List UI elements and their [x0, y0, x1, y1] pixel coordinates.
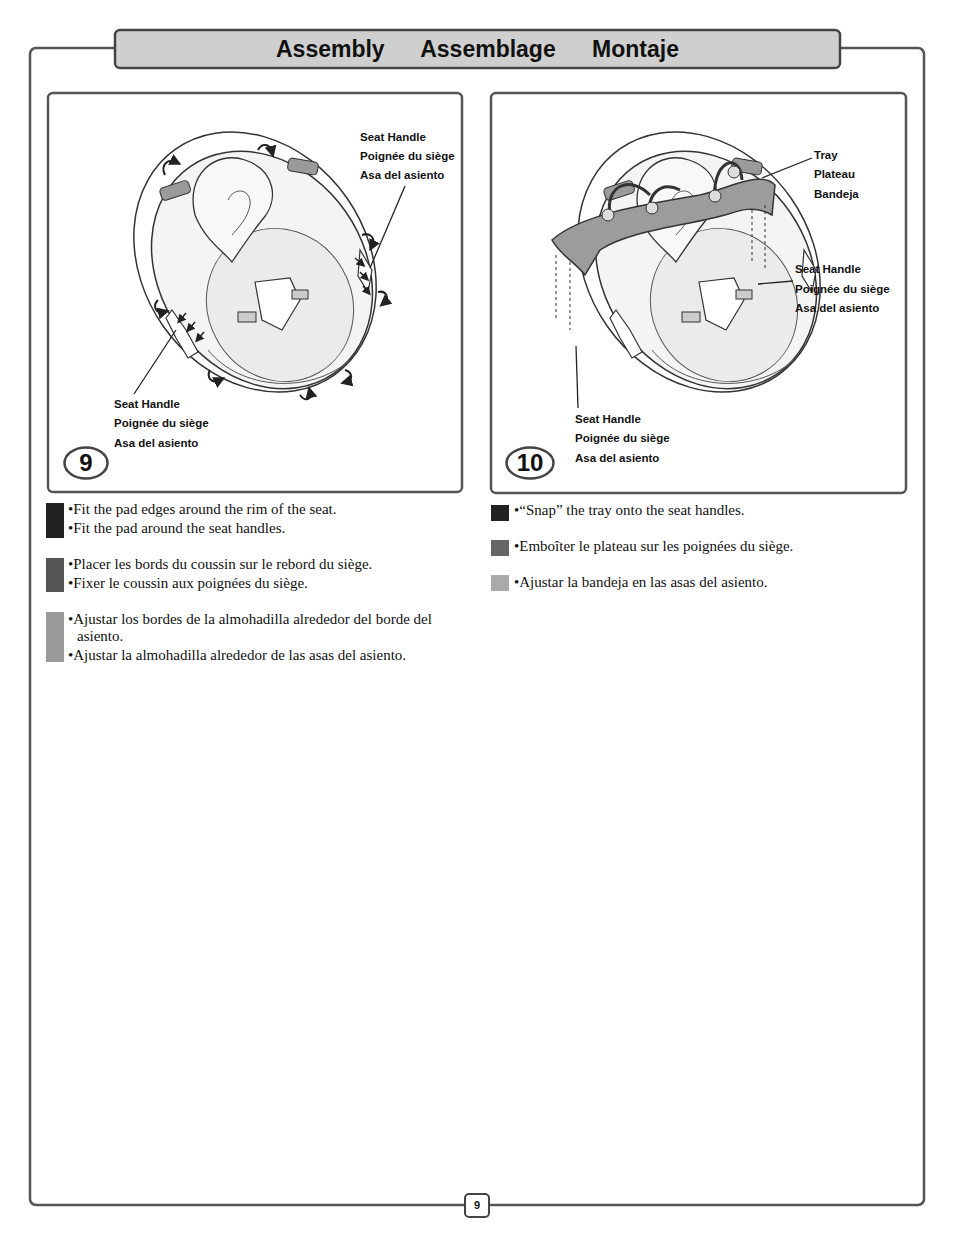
instruction-text: •Ajustar la bandeja en las asas del asie…	[514, 574, 913, 591]
instruction-text: •Ajustar la almohadilla alrededor de las…	[68, 647, 477, 664]
part-label: Poignée du siège	[795, 282, 890, 296]
page-box	[465, 1194, 489, 1217]
part-label: Seat Handle	[795, 262, 861, 276]
instruction-text: •Fit the pad edges around the rim of the…	[68, 501, 472, 518]
step-circle	[507, 448, 554, 479]
part-label: Poignée du siège	[575, 431, 670, 445]
instruction-text: •“Snap” the tray onto the seat handles.	[514, 502, 913, 519]
number-text: 9	[474, 1199, 480, 1211]
part-label: Asa del asiento	[114, 436, 198, 450]
part-label: Asa del asiento	[575, 451, 659, 465]
part-label: Plateau	[814, 167, 855, 181]
part-label: Seat Handle	[575, 412, 641, 426]
number-text: 9	[79, 449, 92, 477]
number-text: 10	[517, 449, 544, 477]
part-label: Poignée du siège	[114, 416, 209, 430]
step-number: 9	[63, 446, 109, 480]
part-label: Asa del asiento	[795, 301, 879, 315]
page-title: Assembly Assemblage Montaje	[115, 31, 840, 68]
part-label: Tray	[814, 148, 838, 162]
step-number: 10	[505, 446, 555, 480]
part-label: Seat Handle	[114, 397, 180, 411]
instruction-text: •Emboîter le plateau sur les poignées du…	[514, 538, 913, 555]
instruction-text: •Fixer le coussin aux poignées du siège.	[68, 575, 472, 592]
part-label: Bandeja	[814, 187, 859, 201]
step-circle	[65, 448, 108, 479]
part-label: Asa del asiento	[360, 168, 444, 182]
instruction-text: •Ajustar los bordes de la almohadilla al…	[68, 611, 439, 645]
part-label: Poignée du siège	[360, 149, 455, 163]
instruction-text: •Fit the pad around the seat handles.	[68, 520, 472, 537]
part-label: Seat Handle	[360, 130, 426, 144]
instruction-text: •Placer les bords du coussin sur le rebo…	[68, 556, 472, 573]
page-number: 9	[464, 1193, 490, 1218]
